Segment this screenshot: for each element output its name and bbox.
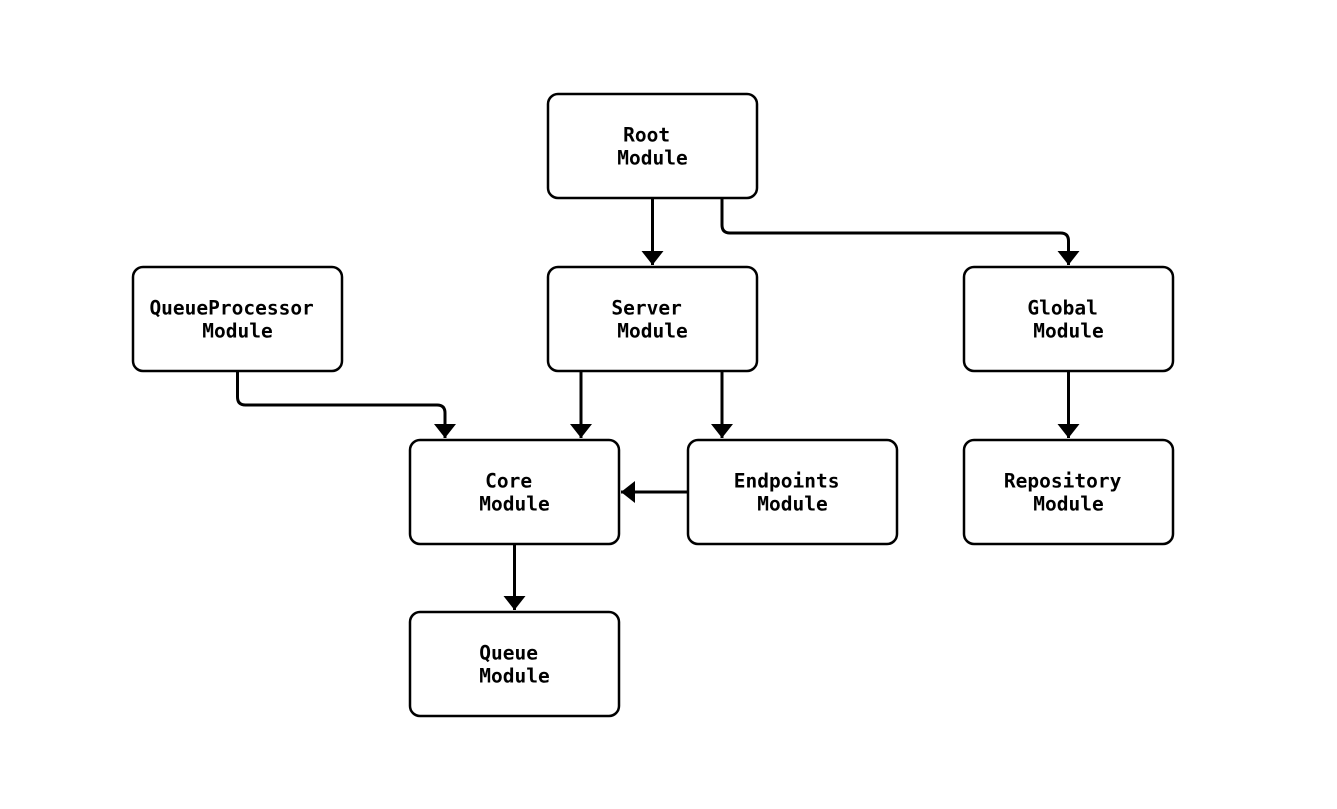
node-server-label-line2: Module	[617, 320, 687, 343]
edge-root-to-global	[720, 198, 1080, 265]
node-repository-module: Repository Module	[962, 438, 1175, 546]
node-core-module: Core Module	[408, 438, 621, 546]
node-repository-label-line2: Module	[1033, 493, 1103, 516]
node-server-module: Server Module	[546, 265, 759, 373]
node-root-module: Root Module	[546, 92, 759, 200]
node-root-label-line2: Module	[617, 147, 687, 170]
node-queue-label: Queue Module	[479, 635, 549, 688]
node-endpoints-module: Endpoints Module	[686, 438, 899, 546]
node-server-label: Server Module	[611, 290, 693, 343]
node-repository-box	[962, 438, 1175, 546]
node-queue-label-line2: Module	[479, 665, 549, 688]
node-root-label-line1: Root	[623, 124, 670, 147]
node-root-label: Root Module	[617, 117, 687, 170]
node-core-label: Core Module	[479, 463, 549, 516]
node-endpoints-box	[686, 438, 899, 546]
node-repository-label-line1: Repository	[1004, 470, 1122, 493]
node-root-box	[546, 92, 759, 200]
node-queueprocessor-box	[131, 265, 344, 373]
node-endpoints-label-line1: Endpoints	[734, 470, 840, 493]
node-global-label-line1: Global	[1027, 297, 1097, 320]
node-global-label: Global Module	[1027, 290, 1109, 343]
node-queueprocessor-module: QueueProcessor Module	[131, 265, 344, 373]
node-global-label-line2: Module	[1033, 320, 1103, 343]
node-queueprocessor-label-line1: QueueProcessor	[149, 297, 313, 320]
node-queueprocessor-label-line2: Module	[202, 320, 272, 343]
node-core-label-line2: Module	[479, 493, 549, 516]
node-global-module: Global Module	[962, 265, 1175, 373]
node-server-box	[546, 265, 759, 373]
node-repository-label: Repository Module	[1004, 463, 1133, 516]
node-global-box	[962, 265, 1175, 373]
node-core-box	[408, 438, 621, 546]
edge-group	[236, 198, 1080, 610]
node-endpoints-label-line2: Module	[757, 493, 827, 516]
node-core-label-line1: Core	[485, 470, 532, 493]
node-queue-module: Queue Module	[408, 610, 621, 718]
node-queue-label-line1: Queue	[479, 642, 538, 665]
node-endpoints-label: Endpoints Module	[734, 463, 851, 516]
node-queue-box	[408, 610, 621, 718]
node-server-label-line1: Server	[611, 297, 681, 320]
edge-queueprocessor-to-core	[236, 371, 456, 438]
node-queueprocessor-label: QueueProcessor Module	[149, 290, 325, 343]
